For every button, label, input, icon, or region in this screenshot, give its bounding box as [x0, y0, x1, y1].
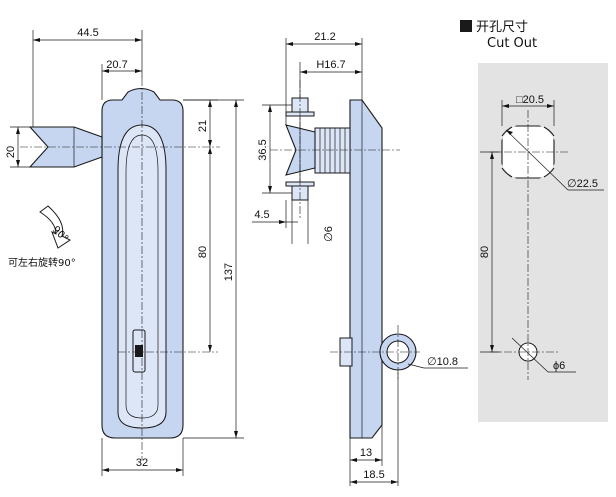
key-hole	[135, 345, 143, 357]
dim-21-2: 21.2	[314, 31, 335, 43]
thread-lines	[319, 128, 346, 173]
threaded-bushing	[314, 127, 351, 174]
dim-h16-7: H16.7	[316, 59, 345, 71]
cutout-section: 开孔尺寸 Cut Out ∅22.5 □20.5	[460, 20, 608, 422]
dim-13: 13	[360, 447, 372, 459]
front-view: 44.5 20.7 20 21 80 137 32	[5, 27, 244, 476]
dim-4-5: 4.5	[254, 209, 269, 221]
dim-18-5: 18.5	[363, 469, 384, 481]
dim-dia-22-5: ∅22.5	[567, 178, 598, 190]
dim-dia-10-8: ∅10.8	[427, 356, 458, 368]
dim-dia-6: ∅6	[323, 226, 335, 242]
dim-32: 32	[136, 457, 148, 469]
title-square-icon	[460, 20, 472, 32]
dim-20-7: 20.7	[106, 59, 127, 71]
dim-phi-6: ϕ6	[553, 360, 565, 372]
dim-square-20-5: □20.5	[516, 94, 544, 106]
cutout-title-en: Cut Out	[487, 36, 537, 51]
cutout-panel	[478, 63, 608, 422]
rotation-indicator: 90° 可左右旋转90°	[8, 205, 76, 269]
dim-cutout-80: 80	[479, 246, 491, 258]
side-view: 21.2 H16.7 36.5 4.5 ∅6 ∅10.8 13	[252, 31, 468, 486]
dim-137: 137	[223, 263, 235, 281]
side-plate	[349, 99, 383, 439]
handle-groove	[125, 134, 159, 419]
dim-36-5: 36.5	[257, 139, 269, 160]
dim-20: 20	[5, 146, 17, 158]
dim-21: 21	[197, 120, 209, 132]
rotate-arrow-icon	[39, 205, 71, 249]
dim-80: 80	[197, 246, 209, 258]
rotation-note: 可左右旋转90°	[8, 256, 76, 269]
cutout-title-cn: 开孔尺寸	[476, 20, 528, 35]
dim-44-5: 44.5	[77, 27, 98, 39]
